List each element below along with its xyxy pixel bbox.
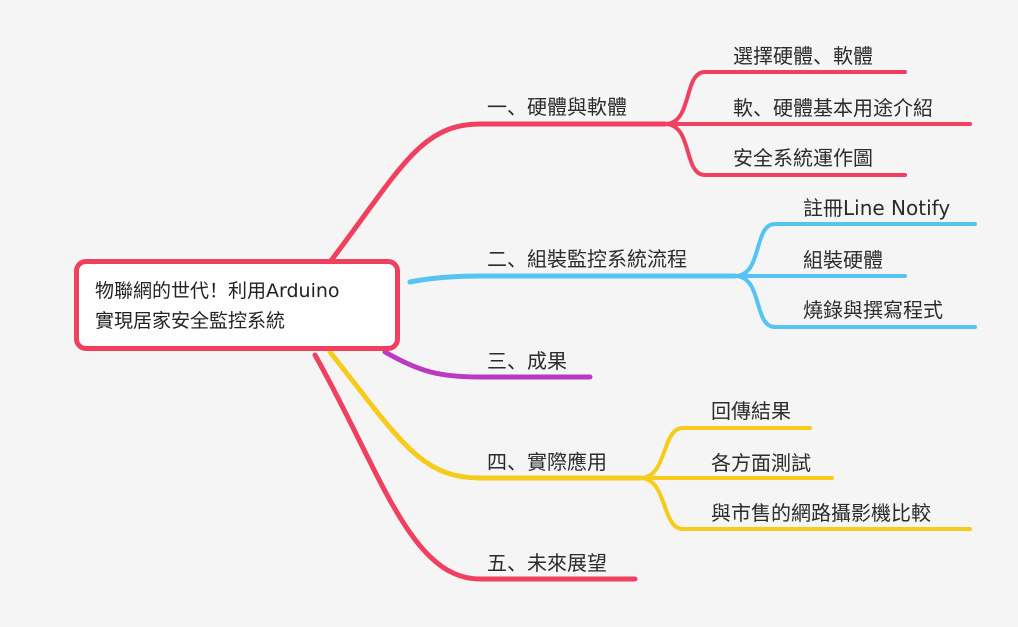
branch-1-child-1-connector [663, 70, 907, 126]
branch-2-child-3[interactable]: 燒錄與撰寫程式 [803, 298, 943, 322]
branch-2-child-2[interactable]: 組裝硬體 [803, 248, 883, 272]
branch-5-label[interactable]: 五、未來展望 [487, 551, 607, 575]
branch-2-child-1[interactable]: 註冊Line Notify [803, 196, 951, 220]
branch-2-label[interactable]: 二、組裝監控系統流程 [487, 247, 687, 271]
branch-2-connector [407, 273, 738, 285]
branch-4-connector [327, 349, 643, 481]
branch-4-label[interactable]: 四、實際應用 [487, 450, 607, 474]
branch-3-connector [382, 349, 593, 380]
root-node[interactable]: 物聯網的世代！利用Arduino 實現居家安全監控系統 [74, 259, 400, 351]
branch-3-label[interactable]: 三、成果 [487, 349, 567, 373]
branch-4-child-3-connector [638, 476, 972, 531]
branch-1-child-2[interactable]: 軟、硬體基本用途介紹 [733, 96, 933, 120]
branch-4-child-2[interactable]: 各方面測試 [711, 451, 811, 475]
root-node-line-2: 實現居家安全監控系統 [95, 310, 286, 332]
branch-4-child-1-connector [638, 426, 812, 480]
root-node-line-1: 物聯網的世代！利用Arduino [95, 280, 340, 302]
branch-2-child-3-connector [733, 274, 977, 329]
branch-1-child-1[interactable]: 選擇硬體、軟體 [733, 44, 873, 68]
branch-5-connector [312, 352, 638, 582]
branch-2-child-1-connector [733, 222, 977, 278]
branch-1-connector [327, 121, 668, 265]
branch-4-child-3[interactable]: 與市售的網路攝影機比較 [711, 501, 931, 525]
branch-1-child-3[interactable]: 安全系統運作圖 [733, 146, 873, 170]
branch-1-label[interactable]: 一、硬體與軟體 [487, 95, 627, 119]
branch-4-child-1[interactable]: 回傳結果 [711, 399, 791, 423]
branch-1-child-3-connector [663, 122, 907, 177]
